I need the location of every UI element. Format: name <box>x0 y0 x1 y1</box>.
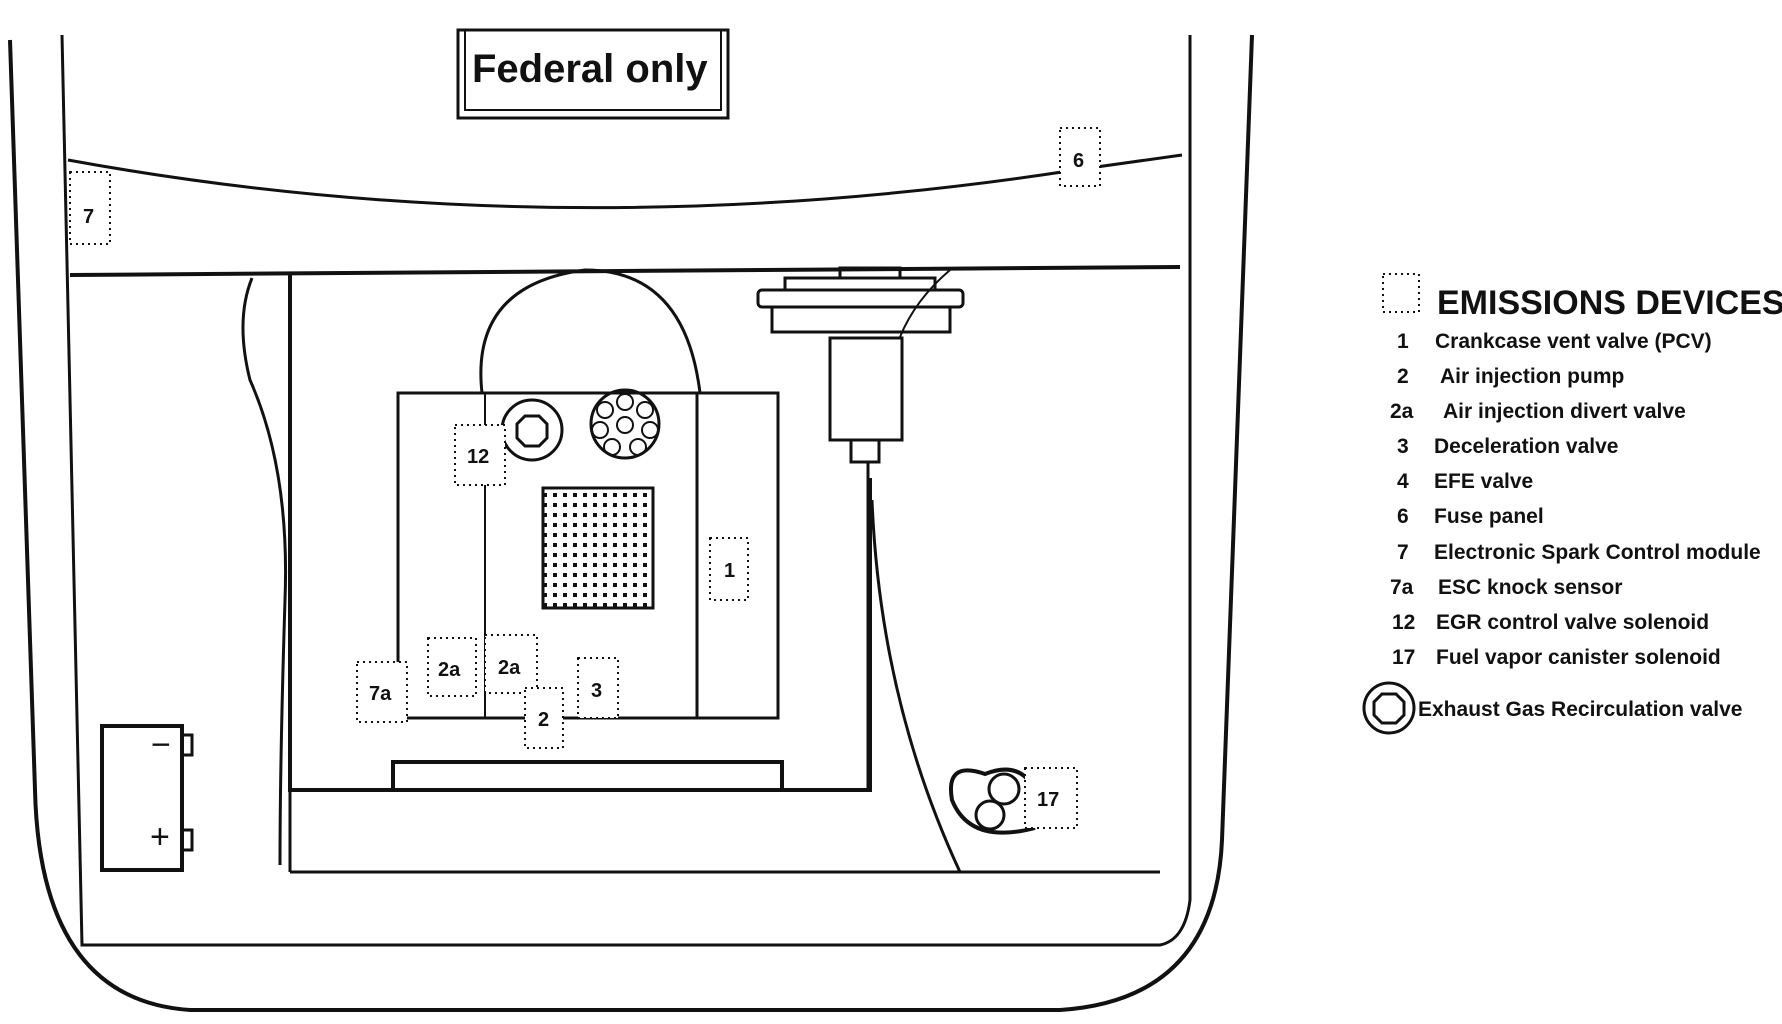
battery-minus: − <box>151 726 171 764</box>
svg-text:Fuse panel: Fuse panel <box>1434 505 1544 528</box>
carburetor-grid <box>541 486 655 610</box>
callout-7: 7 <box>69 171 111 245</box>
legend-item: 6 Fuse panel <box>1397 505 1544 528</box>
svg-text:2a: 2a <box>438 659 461 681</box>
radiator-cap <box>756 266 965 790</box>
svg-text:7a: 7a <box>1390 576 1414 599</box>
left-wheel-well <box>241 277 288 866</box>
svg-text:12: 12 <box>1392 611 1415 634</box>
svg-text:2a: 2a <box>498 657 521 679</box>
legend-item: 17 Fuel vapor canister solenoid <box>1392 646 1721 669</box>
egr-valve-icon <box>1362 681 1416 735</box>
engine-outline <box>288 275 872 792</box>
hood-edge-curve <box>67 153 1183 210</box>
legend-item: 7 Electronic Spark Control module <box>1397 541 1761 564</box>
callout-12: 12 <box>454 424 506 486</box>
callout-17: 17 <box>1024 767 1078 829</box>
svg-text:Fuel vapor canister solenoid: Fuel vapor canister solenoid <box>1436 646 1721 669</box>
callout-2a-right: 2a <box>484 634 538 694</box>
cowl-line <box>69 265 1181 277</box>
callout-2a-left: 2a <box>427 637 477 697</box>
svg-text:Crankcase vent valve (PCV): Crankcase vent valve (PCV) <box>1435 330 1712 353</box>
svg-text:3: 3 <box>1397 435 1409 458</box>
svg-text:2: 2 <box>1397 365 1409 388</box>
svg-text:Exhaust Gas Recirculation valv: Exhaust Gas Recirculation valve <box>1418 698 1742 721</box>
battery: − + <box>100 724 194 872</box>
svg-text:2a: 2a <box>1390 400 1414 423</box>
svg-text:17: 17 <box>1392 646 1415 669</box>
svg-text:7a: 7a <box>369 683 392 705</box>
svg-text:Air injection pump: Air injection pump <box>1440 365 1624 388</box>
legend-item: 7a ESC knock sensor <box>1390 576 1622 599</box>
engine-oil-pan <box>391 760 784 790</box>
banner-text: Federal only <box>472 47 708 91</box>
legend-title: EMISSIONS DEVICES <box>1437 284 1782 322</box>
radiator-hose <box>870 499 962 873</box>
federal-only-banner: Federal only <box>456 28 730 120</box>
callout-6: 6 <box>1059 127 1101 187</box>
svg-text:1: 1 <box>1397 330 1409 353</box>
battery-plus: + <box>150 818 170 856</box>
legend-egr-item: Exhaust Gas Recirculation valve <box>1362 681 1742 735</box>
egr-valve-octagon <box>515 414 549 448</box>
callout-1: 1 <box>709 537 749 601</box>
callout-3: 3 <box>577 657 619 719</box>
svg-text:6: 6 <box>1397 505 1409 528</box>
callout-7a: 7a <box>356 661 408 723</box>
svg-text:ESC knock sensor: ESC knock sensor <box>1438 576 1622 599</box>
svg-text:12: 12 <box>467 446 489 468</box>
svg-text:2: 2 <box>538 709 549 731</box>
svg-text:EGR control valve solenoid: EGR control valve solenoid <box>1436 611 1709 634</box>
svg-text:Deceleration valve: Deceleration valve <box>1434 435 1618 458</box>
svg-text:3: 3 <box>591 680 602 702</box>
legend-item: 3 Deceleration valve <box>1397 435 1618 458</box>
distributor-terminals <box>591 393 659 456</box>
legend-item: 2a Air injection divert valve <box>1390 400 1686 423</box>
svg-text:7: 7 <box>1397 541 1409 564</box>
svg-text:EFE valve: EFE valve <box>1434 470 1533 493</box>
legend-callout-swatch <box>1382 273 1420 313</box>
legend: EMISSIONS DEVICES 1 Crankcase vent valve… <box>1362 273 1782 735</box>
callout-2: 2 <box>524 687 564 749</box>
legend-item: 2 Air injection pump <box>1397 365 1624 388</box>
legend-item: 12 EGR control valve solenoid <box>1392 611 1709 634</box>
svg-text:7: 7 <box>83 206 94 228</box>
legend-item: 4 EFE valve <box>1397 470 1533 493</box>
legend-item: 1 Crankcase vent valve (PCV) <box>1397 330 1712 353</box>
svg-text:Electronic Spark Control modul: Electronic Spark Control module <box>1434 541 1761 564</box>
distributor <box>589 388 661 460</box>
svg-text:6: 6 <box>1073 150 1084 172</box>
svg-text:Air injection divert valve: Air injection divert valve <box>1443 400 1686 423</box>
svg-text:17: 17 <box>1037 789 1059 811</box>
fuel-vapor-canister <box>949 767 1037 835</box>
air-cleaner-arc <box>479 268 702 394</box>
svg-text:4: 4 <box>1397 470 1409 493</box>
car-body-outline <box>8 34 1254 1012</box>
inner-fender-outline <box>60 34 1192 947</box>
svg-text:1: 1 <box>724 560 735 582</box>
egr-valve-outer <box>500 398 564 462</box>
